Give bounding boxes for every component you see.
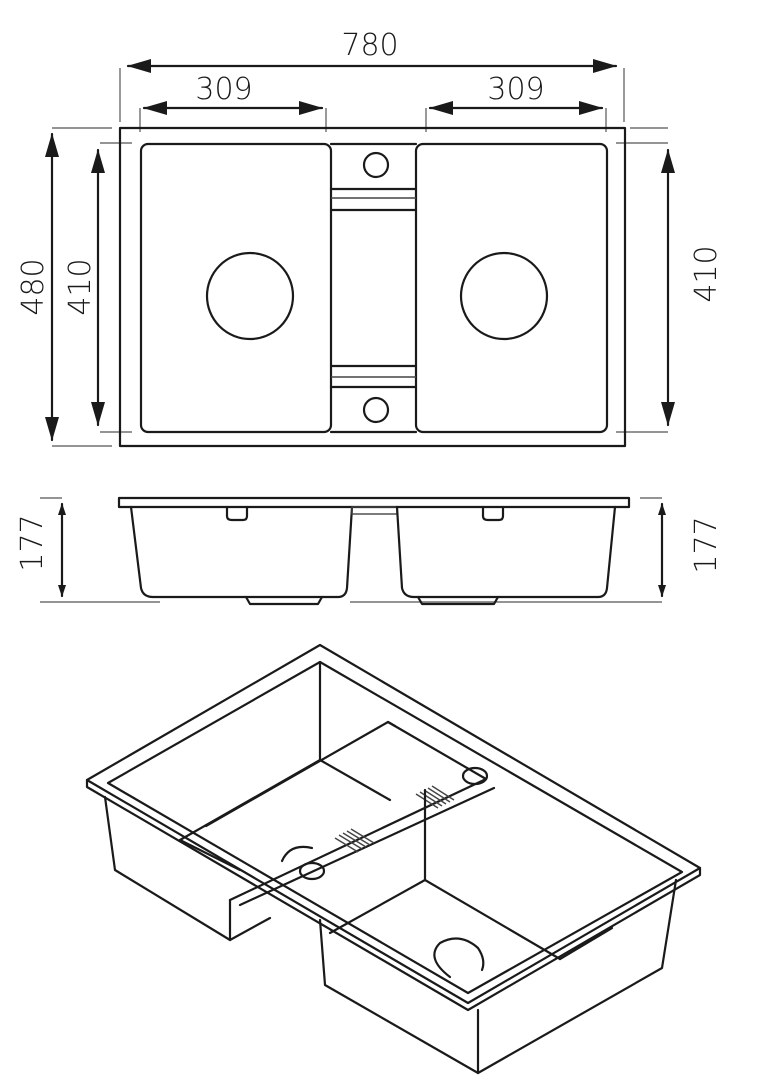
iso-tap-hole-2-icon [298, 861, 326, 881]
side-right-bowl [395, 505, 617, 599]
sink-outer-rim [118, 126, 627, 448]
iso-drain-icon [433, 937, 485, 979]
iso-tap-hole-1-icon [461, 766, 489, 786]
dim-left-bowl-width: 309 [142, 72, 324, 115]
dim-right-bowl-width-label: 309 [487, 72, 544, 107]
dim-right-height-label: 177 [689, 516, 724, 573]
right-bowl [414, 142, 609, 434]
side-rim [117, 496, 631, 509]
dim-overall-depth-label: 480 [16, 258, 51, 315]
tap-hole-bottom-icon [362, 396, 390, 424]
dim-left-bowl-depth: 410 [63, 148, 105, 427]
side-left-drain [244, 595, 324, 606]
dim-left-bowl-depth-label: 410 [63, 258, 98, 315]
dim-overall-width-label: 780 [341, 28, 398, 63]
dim-left-height: 177 [15, 502, 66, 598]
left-bowl [139, 142, 333, 434]
dim-overall-width: 780 [126, 28, 618, 73]
side-left-overflow [225, 505, 249, 522]
side-right-drain [416, 595, 500, 606]
dim-left-bowl-width-label: 309 [195, 72, 252, 107]
dim-right-bowl-width: 309 [428, 72, 604, 115]
center-bridge [329, 142, 418, 434]
dim-right-bowl-depth-label: 410 [689, 245, 724, 302]
dim-left-height-label: 177 [15, 514, 50, 571]
dim-right-height: 177 [658, 502, 724, 598]
top-view: 780 309 309 480 410 410 [16, 28, 724, 448]
dim-overall-depth: 480 [16, 132, 60, 442]
side-view: 177 177 [15, 496, 724, 606]
isometric-view [85, 643, 702, 1075]
left-drain-icon [205, 251, 295, 341]
dim-right-bowl-depth: 410 [661, 148, 724, 427]
right-drain-icon [459, 251, 549, 341]
tap-hole-top-icon [362, 151, 390, 179]
side-right-overflow [481, 505, 505, 522]
